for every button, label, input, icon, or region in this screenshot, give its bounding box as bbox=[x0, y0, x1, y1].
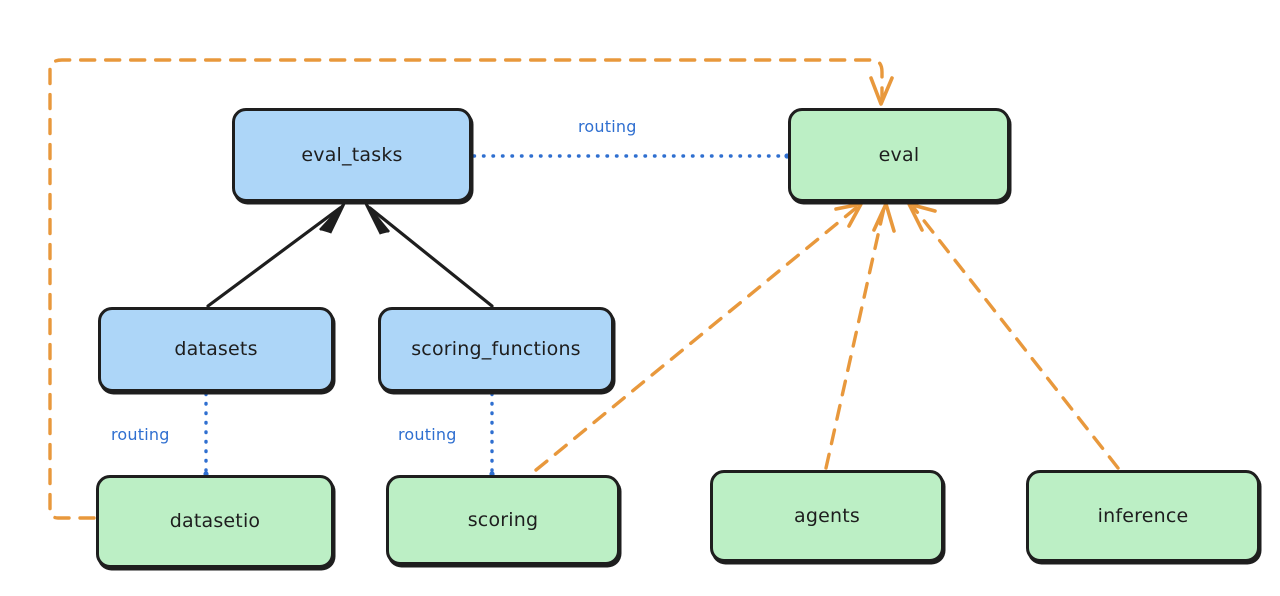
node-label: scoring_functions bbox=[411, 338, 581, 361]
edge-label-routing-eval: routing bbox=[578, 117, 637, 136]
edge-label-routing-datasets: routing bbox=[111, 425, 170, 444]
node-scoring-functions[interactable]: scoring_functions bbox=[378, 307, 614, 392]
edge-label-routing-scoring: routing bbox=[398, 425, 457, 444]
node-scoring[interactable]: scoring bbox=[386, 475, 620, 565]
node-label: inference bbox=[1097, 504, 1189, 527]
node-label: scoring bbox=[467, 508, 539, 531]
node-datasetio[interactable]: datasetio bbox=[96, 475, 334, 568]
edge-scoring-functions-to-scoring bbox=[489, 392, 495, 477]
edge-datasets-to-eval-tasks bbox=[206, 202, 346, 308]
edge-datasets-to-datasetio bbox=[203, 392, 209, 477]
edge-scoring-functions-to-eval-tasks bbox=[364, 202, 494, 308]
node-label: datasetio bbox=[169, 510, 261, 533]
node-label: eval bbox=[878, 143, 920, 166]
edge-eval-tasks-to-eval bbox=[472, 153, 790, 159]
node-label: datasets bbox=[174, 338, 258, 361]
node-datasets[interactable]: datasets bbox=[98, 307, 334, 392]
node-eval-tasks[interactable]: eval_tasks bbox=[232, 108, 472, 202]
node-eval[interactable]: eval bbox=[788, 108, 1010, 202]
node-label: agents bbox=[794, 504, 860, 527]
node-inference[interactable]: inference bbox=[1026, 470, 1260, 562]
node-agents[interactable]: agents bbox=[710, 470, 944, 562]
node-label: eval_tasks bbox=[301, 143, 403, 166]
edge-inference-to-eval bbox=[907, 202, 1120, 470]
edge-agents-to-eval bbox=[824, 202, 896, 470]
